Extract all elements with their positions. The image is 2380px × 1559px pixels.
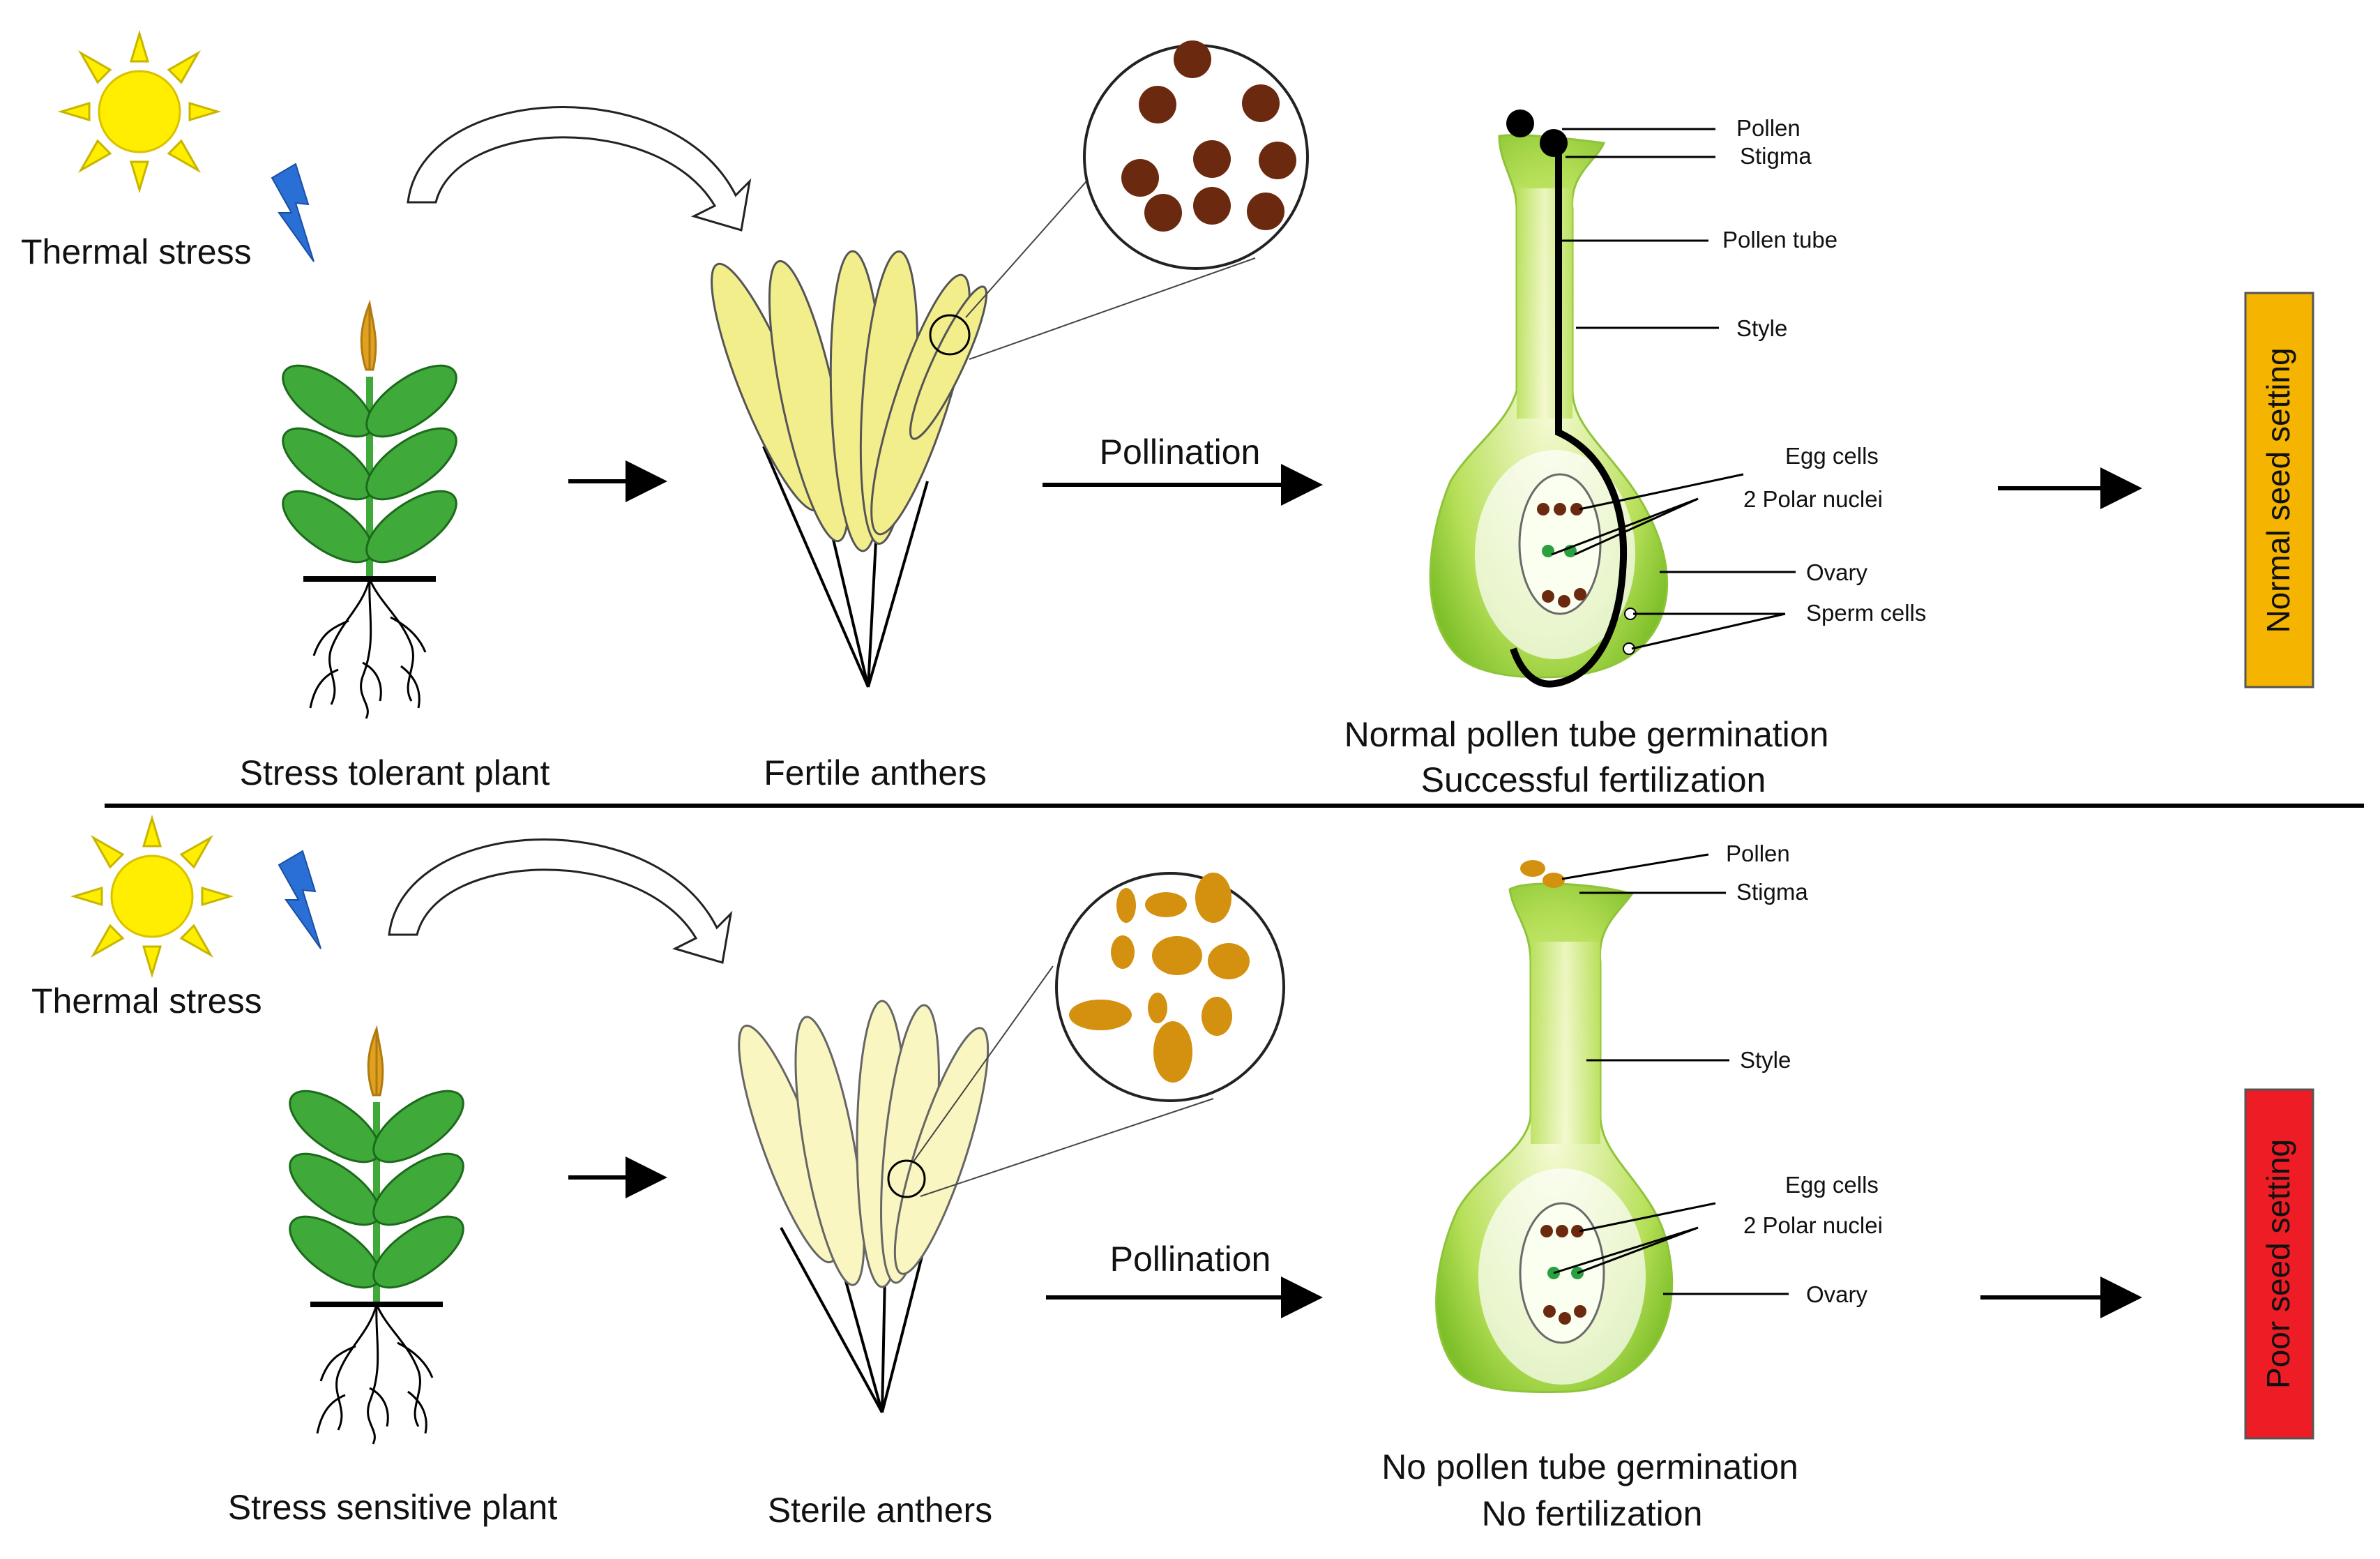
polar-nuclei-label: 2 Polar nuclei (1743, 1212, 1883, 1238)
stigma-label: Stigma (1736, 879, 1808, 905)
plant-icon (272, 303, 468, 718)
anthers-label: Fertile anthers (764, 753, 987, 792)
stress-label: Thermal stress (21, 232, 252, 271)
plant-label: Stress sensitive plant (228, 1488, 558, 1527)
outcome-line1: Normal pollen tube germination (1344, 715, 1829, 754)
style-label: Style (1736, 315, 1787, 341)
outcome-line2: Successful fertilization (1421, 760, 1766, 799)
outcome-line1: No pollen tube germination (1381, 1447, 1798, 1486)
curved-arrow-icon (407, 106, 751, 232)
top-row: Thermal stress Stress tolerant plant (21, 32, 2314, 799)
pollen-label: Pollen (1736, 115, 1801, 141)
pistil-icon (1429, 110, 1668, 688)
result-label: Poor seed setting (2260, 1139, 2296, 1389)
pollen-zoom-circle (1083, 40, 1309, 270)
egg-cells-label: Egg cells (1785, 443, 1879, 469)
pollen-label: Pollen (1726, 841, 1790, 866)
anthers-label: Sterile anthers (768, 1491, 992, 1530)
bottom-row: Thermal stress Stress sensitive plant (31, 817, 2314, 1533)
lightning-icon (271, 163, 314, 262)
sun-icon (60, 32, 219, 191)
pollination-label: Pollination (1100, 432, 1261, 472)
style-label: Style (1740, 1047, 1791, 1073)
stress-label: Thermal stress (31, 981, 262, 1020)
zoom-line (920, 1098, 1214, 1197)
curved-arrow-icon (388, 838, 732, 964)
anthers-icon (738, 1000, 990, 1413)
plant-label: Stress tolerant plant (240, 753, 550, 792)
outcome-line2: No fertilization (1482, 1494, 1703, 1533)
sperm-cells-label: Sperm cells (1806, 600, 1926, 626)
zoom-line (969, 257, 1256, 360)
plant-icon (279, 1029, 475, 1444)
pistil-leader-lines (1553, 853, 1789, 1295)
lightning-icon (278, 850, 321, 949)
stigma-label: Stigma (1740, 143, 1812, 169)
pistil-icon (1435, 860, 1674, 1394)
pollination-label: Pollination (1110, 1240, 1271, 1279)
result-label: Normal seed setting (2260, 347, 2296, 633)
result-box (2244, 292, 2314, 688)
zoom-line (913, 965, 1054, 1162)
anthers-icon (711, 250, 987, 688)
result-box (2244, 1088, 2314, 1440)
ovary-label: Ovary (1806, 1281, 1868, 1307)
pollen-tube-label: Pollen tube (1722, 227, 1837, 253)
ovary-label: Ovary (1806, 559, 1868, 585)
pollen-zoom-circle (1055, 872, 1285, 1102)
egg-cells-label: Egg cells (1785, 1172, 1879, 1198)
pistil-leader-lines (1551, 128, 1796, 650)
polar-nuclei-label: 2 Polar nuclei (1743, 486, 1883, 512)
sun-icon (73, 817, 232, 976)
